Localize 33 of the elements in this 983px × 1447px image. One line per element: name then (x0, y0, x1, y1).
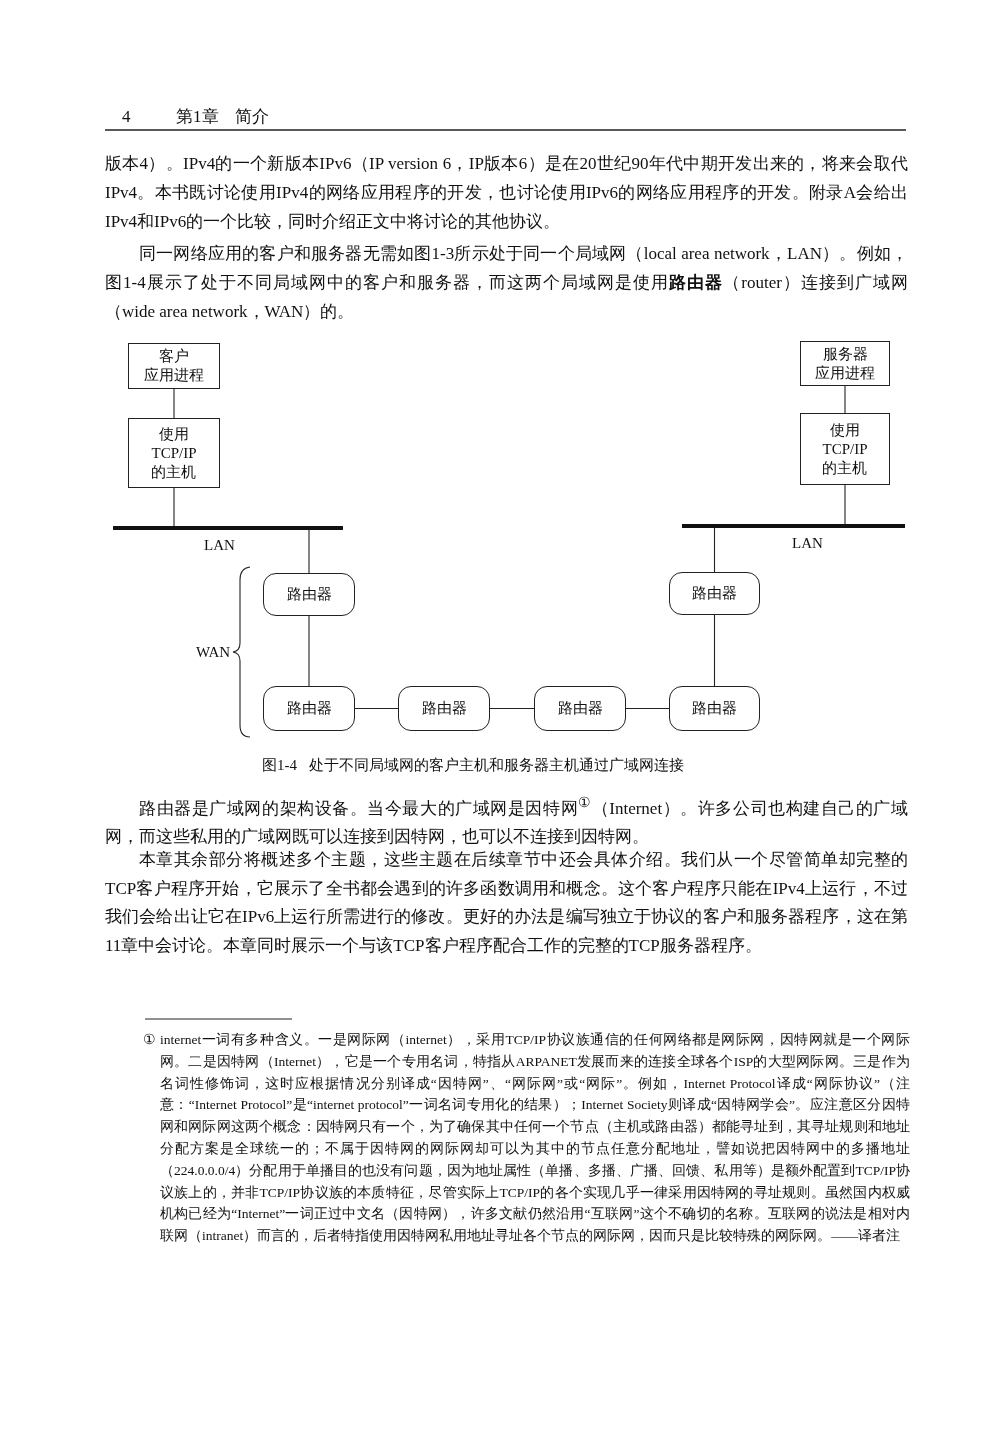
connector-line (713, 614, 716, 687)
connector-line (308, 529, 310, 574)
chapter-heading: 第1章 简介 (176, 106, 269, 128)
paragraph: 本章其余部分将概述多个主题，这些主题在后续章节中还会具体介绍。我们从一个尽管简单却完整的TCP客户程序开始，它展示了全书都会遇到的许多函数调用和概念。这个客户程序只能在IPv4上运行，不过我们会给出让它在IPv6上运行所需进行的修改。更好的办法是编写独立于协议的客户和服务器程序，这在第11章中会讨论。本章同时展示一个与该TCP客户程序配合工作的完整的TCP服务器程序。 (105, 849, 908, 957)
router-box: 路由器 (263, 686, 355, 731)
process-box: 客户应用进程 (128, 343, 220, 389)
figure-caption: 图1-4 处于不同局域网的客户主机和服务器主机通过广域网连接 (262, 756, 684, 775)
footnote-marker: ① (143, 1031, 157, 1049)
page-number: 4 (122, 106, 132, 128)
paragraph: 路由器是广域网的架构设备。当今最大的广域网是因特网$^{①}$（Internet）。许多公司也构建自己的广域网，而这些私用的广域网既可以连接到因特网，也可以不连接到因特网。 (105, 793, 908, 849)
process-box: 使用TCP/IP的主机 (128, 418, 220, 488)
connector-line (354, 707, 399, 710)
connector-line (713, 527, 716, 573)
router-box: 路由器 (669, 572, 760, 615)
router-box: 路由器 (263, 573, 355, 616)
process-box: 服务器应用进程 (800, 341, 890, 386)
footnote: internet一词有多种含义。一是网际网（internet），采用TCP/IP协议族通信的任何网络都是网际网，因特网就是一个网际网。二是因特网（Internet），它是一个专用名词，特指从ARPANET发展而来的连接全球各个ISP的大型网际网。三是作为名词性修饰词，这时应根据情况分别译成“因特网”、“网际网”或“网际”。例如，Internet Protocol译成“网际协议”（注意：“Internet Protocol”是“internet protocol”一词名词专用化的结果）；Internet Society则译成“因特网学会”。应注意区分因特网和网际网这两个概念：因特网只有一个，为了确保其中任何一个节点（主机或路由器）都能寻址到，其寻址规则和地址分配方案是全球统一的；不属于因特网的网际网却可以为其中的节点任意分配地址，譬如说把因特网中的多播地址（224.0.0.0/4）分配用于单播目的也没有问题，因为地址属性（单播、多播、广播、回馈、私用等）是额外配置到TCP/IP协议族上的，并非TCP/IP协议族的本质特征，尽管实际上TCP/IP的各个实现几乎一律采用因特网的寻址规则。虽然国内权威机构已经为“Internet”一词正过中文名（因特网），许多文献仍然沿用“互联网”这个不确切的名称。互联网的说法是相对内联网（intranet）而言的，后者特指使用因特网私用地址寻址各个节点的网际网，因而只是比较特殊的网际网。——译者注 (160, 1031, 910, 1246)
lan-label: LAN (204, 536, 236, 554)
paragraph: 版本4）。IPv4的一个新版本IPv6（IP version 6，IP版本6）是在20世纪90年代中期开发出来的，将来会取代IPv4。本书既讨论使用IPv4的网络应用程序的开发，也讨论使用IPv6的网络应用程序的开发。附录A会给出IPv4和IPv6的一个比较，同时介绍正文中将讨论的其他协议。 (105, 153, 908, 233)
wan-label: WAN (196, 643, 232, 661)
connector-line (173, 388, 175, 419)
connector-line (625, 707, 670, 710)
process-box: 使用TCP/IP的主机 (800, 413, 890, 485)
paragraph: 同一网络应用的客户和服务器无需如图1-3所示处于同一个局域网（local area network，LAN）。例如，图1-4展示了处于不同局域网中的客户和服务器，而这两个局域网是使用路由器（router）连接到广域网（wide area network，WAN）的。 (105, 243, 908, 323)
router-box: 路由器 (398, 686, 490, 731)
connector-line (844, 484, 846, 525)
connector-line (308, 615, 310, 687)
connector-line (844, 385, 846, 414)
router-box: 路由器 (669, 686, 760, 731)
connector-line (489, 707, 535, 710)
connector-line (173, 487, 175, 527)
router-box: 路由器 (534, 686, 626, 731)
lan-label: LAN (792, 534, 824, 552)
